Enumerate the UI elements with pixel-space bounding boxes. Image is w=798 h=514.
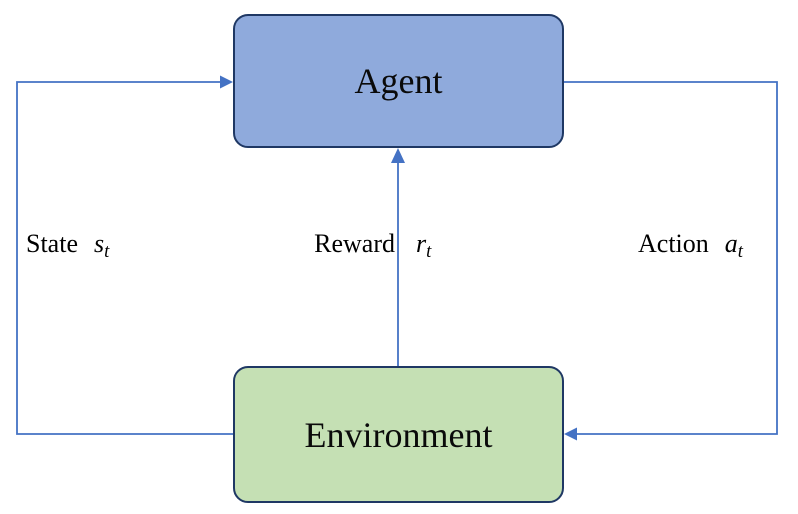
state-symbol: s bbox=[94, 229, 105, 258]
action-subscript: t bbox=[737, 241, 743, 263]
reward-word: Reward bbox=[314, 229, 395, 258]
environment-label: Environment bbox=[304, 414, 493, 455]
state-arrow-line bbox=[16, 81, 233, 435]
reward-symbol: r bbox=[416, 229, 427, 258]
reward-arrowhead-icon bbox=[391, 148, 405, 163]
action-arrowhead-icon bbox=[564, 427, 577, 441]
state-subscript: t bbox=[104, 241, 110, 263]
action-symbol: a bbox=[724, 229, 738, 258]
reward-subscript: t bbox=[426, 241, 432, 263]
action-word: Action bbox=[638, 229, 709, 258]
state-arrowhead-icon bbox=[220, 75, 233, 89]
state-word: State bbox=[26, 229, 78, 258]
action-arrow-line bbox=[564, 81, 778, 435]
reward-edge-word: Reward bbox=[250, 226, 395, 262]
environment-box: Environment bbox=[233, 366, 564, 503]
reward-edge-symbol: rt bbox=[416, 226, 431, 262]
agent-box: Agent bbox=[233, 14, 564, 148]
agent-label: Agent bbox=[354, 61, 443, 101]
